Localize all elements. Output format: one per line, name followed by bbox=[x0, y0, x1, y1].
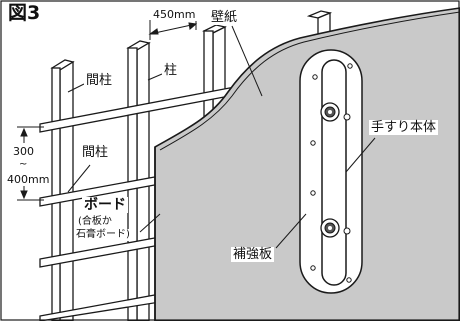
wallpaper-label: 壁紙 bbox=[209, 10, 240, 25]
batten-range-bottom-label: 400mm bbox=[5, 173, 52, 186]
screw-hole bbox=[310, 265, 316, 271]
battens bbox=[39, 85, 241, 322]
screw-holes bbox=[310, 63, 353, 283]
intermediate-stud-label-top: 間柱 bbox=[84, 73, 115, 88]
lower-bracket bbox=[320, 218, 351, 238]
screw-hole bbox=[310, 140, 316, 146]
leader-lines bbox=[67, 25, 376, 249]
leader-backing bbox=[275, 213, 307, 249]
intermediate-stud-label-mid: 間柱 bbox=[80, 145, 111, 160]
upper-bracket bbox=[320, 102, 351, 122]
leader-stud-main bbox=[147, 73, 163, 81]
batten-range-top-label: 300 bbox=[11, 145, 36, 158]
leader-stud-inter-mid bbox=[67, 164, 91, 193]
handrail-body-label: 手すり本体 bbox=[369, 120, 439, 135]
batten-range-tilde: ~ bbox=[17, 159, 30, 171]
leader-wallpaper bbox=[231, 25, 263, 97]
backing-plate-label: 補強板 bbox=[231, 247, 275, 262]
board-note-line1: (合板か bbox=[76, 216, 114, 228]
board-label: ボード bbox=[82, 197, 128, 213]
dimension-marks bbox=[17, 12, 198, 201]
leader-board bbox=[139, 213, 161, 233]
leader-handrail bbox=[345, 137, 376, 173]
board-note-line2: 石膏ボード) bbox=[74, 229, 132, 241]
screw-hole bbox=[310, 190, 316, 196]
screw-hole bbox=[346, 277, 352, 283]
handrail-bar bbox=[321, 59, 347, 286]
screw-hole bbox=[312, 74, 318, 80]
wallpaper-edge bbox=[159, 11, 460, 151]
screw-hole bbox=[347, 63, 353, 69]
stud-1-side bbox=[59, 60, 74, 322]
main-stud-label: 柱 bbox=[162, 63, 180, 78]
figure-title: 図3 bbox=[6, 2, 43, 24]
leader-stud-inter-top bbox=[67, 83, 85, 93]
stud-spacing-label: 450mm bbox=[151, 8, 198, 21]
